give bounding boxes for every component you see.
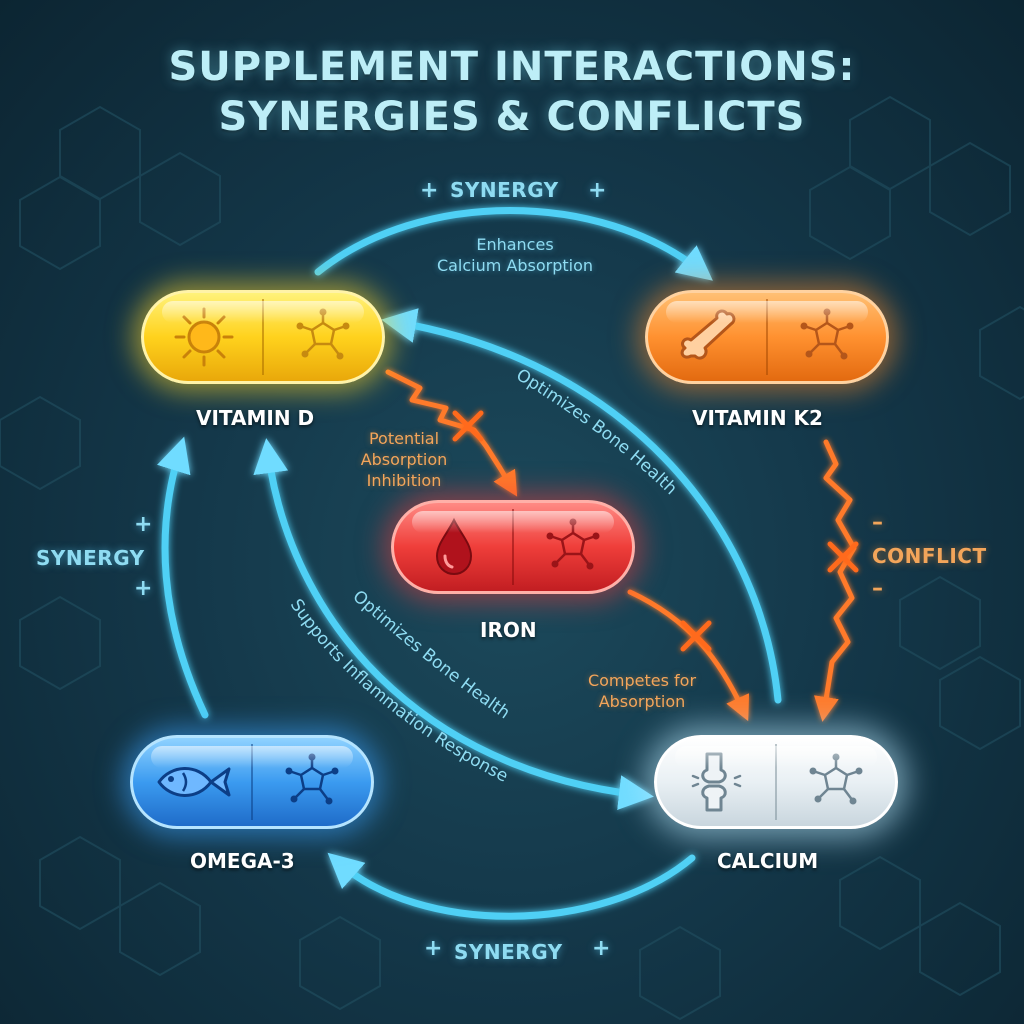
molecule-icon [800,308,853,360]
label-line: Potential [368,429,440,448]
pill-iron-left [394,503,513,591]
label-line: Competes for [587,671,697,690]
block-x-mark-3 [827,541,859,573]
pill-omega-3 [130,735,374,829]
synergy-arrow-left [157,436,209,719]
synergy-label-top: SYNERGY [450,178,559,202]
plus-sign: + [134,576,153,601]
molecule-icon [546,518,599,570]
minus-sign: – [872,510,883,535]
bone-health-arrow-right [381,308,782,704]
bone-icon [680,309,735,360]
plus-sign: + [424,936,443,961]
relationship-enhances-calcium-absorption: Enhances Calcium Absorption [405,234,625,276]
pill-label-vitamin-d: VITAMIN D [196,406,315,430]
label-line: Enhances [476,235,554,254]
page-title-line-2: SYNERGIES & CONFLICTS [218,94,806,140]
molecule-icon [285,753,338,805]
label-optimizes-bone-health-right: Optimizes Bone Health [513,365,681,499]
pill-calcium [654,735,898,829]
block-x-mark-2 [680,620,712,652]
fish-icon [157,767,230,797]
molecule-icon [296,308,349,360]
pill-vitamin-d-right [263,293,382,381]
label-line: Inhibition [366,471,442,490]
synergy-label-bottom: SYNERGY [454,940,563,964]
page-title-line-1: SUPPLEMENT INTERACTIONS: [168,44,856,90]
pill-vitamin-k2 [645,290,889,384]
synergy-arrow-bottom [327,852,696,920]
bone-health-arrow-middle [253,438,654,811]
sun-icon [174,307,233,367]
label-line: Absorption [360,450,448,469]
label-line: Absorption [598,692,686,711]
molecule-icon [809,753,862,805]
plus-sign: + [420,178,439,203]
conflict-label-right: CONFLICT [872,544,987,568]
relationship-competes-for-absorption: Competes for Absorption [572,670,712,712]
pill-vitamin-k2-left [648,293,767,381]
pill-vitamin-k2-right [767,293,886,381]
pill-label-calcium: CALCIUM [717,849,819,873]
pill-label-omega-3: OMEGA-3 [190,849,295,873]
pill-iron-right [513,503,632,591]
blood-drop-icon [435,517,472,576]
conflict-arrow-k2-calcium [814,439,857,722]
minus-sign: – [872,576,883,601]
synergy-label-left: SYNERGY [36,546,145,570]
plus-sign: + [592,936,611,961]
joint-icon [691,752,741,812]
plus-sign: + [588,178,607,203]
block-x-mark-1 [452,410,484,442]
pill-iron [391,500,635,594]
pill-calcium-left [657,738,776,826]
pill-calcium-right [776,738,895,826]
pill-omega-3-left [133,738,252,826]
pill-vitamin-d [141,290,385,384]
pill-vitamin-d-left [144,293,263,381]
synergy-arrow-top [314,207,713,281]
conflict-arrow-vitd-iron [385,369,518,497]
pill-omega-3-right [252,738,371,826]
pill-label-vitamin-k2: VITAMIN K2 [692,406,823,430]
plus-sign: + [134,512,153,537]
label-line: Calcium Absorption [436,256,594,275]
label-optimizes-bone-health-middle: Optimizes Bone Health [349,587,514,724]
pill-label-iron: IRON [480,618,537,642]
relationship-potential-absorption-inhibition: Potential Absorption Inhibition [342,428,466,491]
